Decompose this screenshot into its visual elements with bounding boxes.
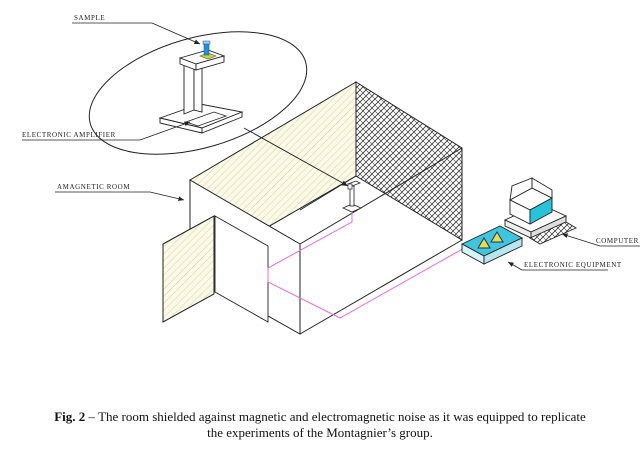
back-right-wall — [355, 81, 463, 241]
computer — [503, 177, 577, 245]
figure-caption: Fig. 2 – The room shielded against magne… — [0, 409, 640, 441]
open-door-panel — [162, 215, 215, 323]
keyboard — [529, 221, 577, 245]
room-door — [214, 215, 269, 323]
warning-triangle-icon — [477, 237, 491, 249]
caption-line-1: Fig. 2 – The room shielded against magne… — [0, 409, 640, 425]
figure-number: Fig. 2 — [54, 409, 86, 424]
warning-triangle-icon — [490, 231, 504, 243]
electronic-equipment — [461, 225, 523, 265]
caption-text-1: The room shielded against magnetic and e… — [98, 409, 586, 424]
computer-leader — [561, 233, 640, 247]
amplifier-leader — [22, 121, 191, 141]
caption-dash: – — [85, 409, 99, 424]
inset-ellipse — [88, 31, 308, 155]
sample-leader — [72, 22, 201, 45]
equipment-leader — [507, 261, 608, 271]
amagnetic-room-diagram: SAMPLE ELECTRONIC AMPLIFIER AMAGNETIC RO… — [22, 14, 640, 335]
label-sample: SAMPLE — [74, 14, 105, 22]
detail-pointer — [243, 127, 349, 187]
label-amplifier: ELECTRONIC AMPLIFIER — [22, 131, 116, 139]
stand-column — [183, 61, 195, 115]
amagnetic-room — [162, 81, 463, 335]
sample-stand-in-room — [342, 180, 362, 213]
monitor-screen — [529, 197, 553, 225]
label-room: AMAGNETIC ROOM — [57, 183, 130, 191]
label-equipment: ELECTRONIC EQUIPMENT — [524, 261, 622, 269]
signal-cable — [267, 212, 483, 319]
sample-vial — [203, 42, 210, 56]
room-leader — [55, 191, 185, 202]
label-computer: COMPUTER — [596, 237, 639, 245]
caption-line-2: the experiments of the Montagnier’s grou… — [207, 425, 433, 440]
